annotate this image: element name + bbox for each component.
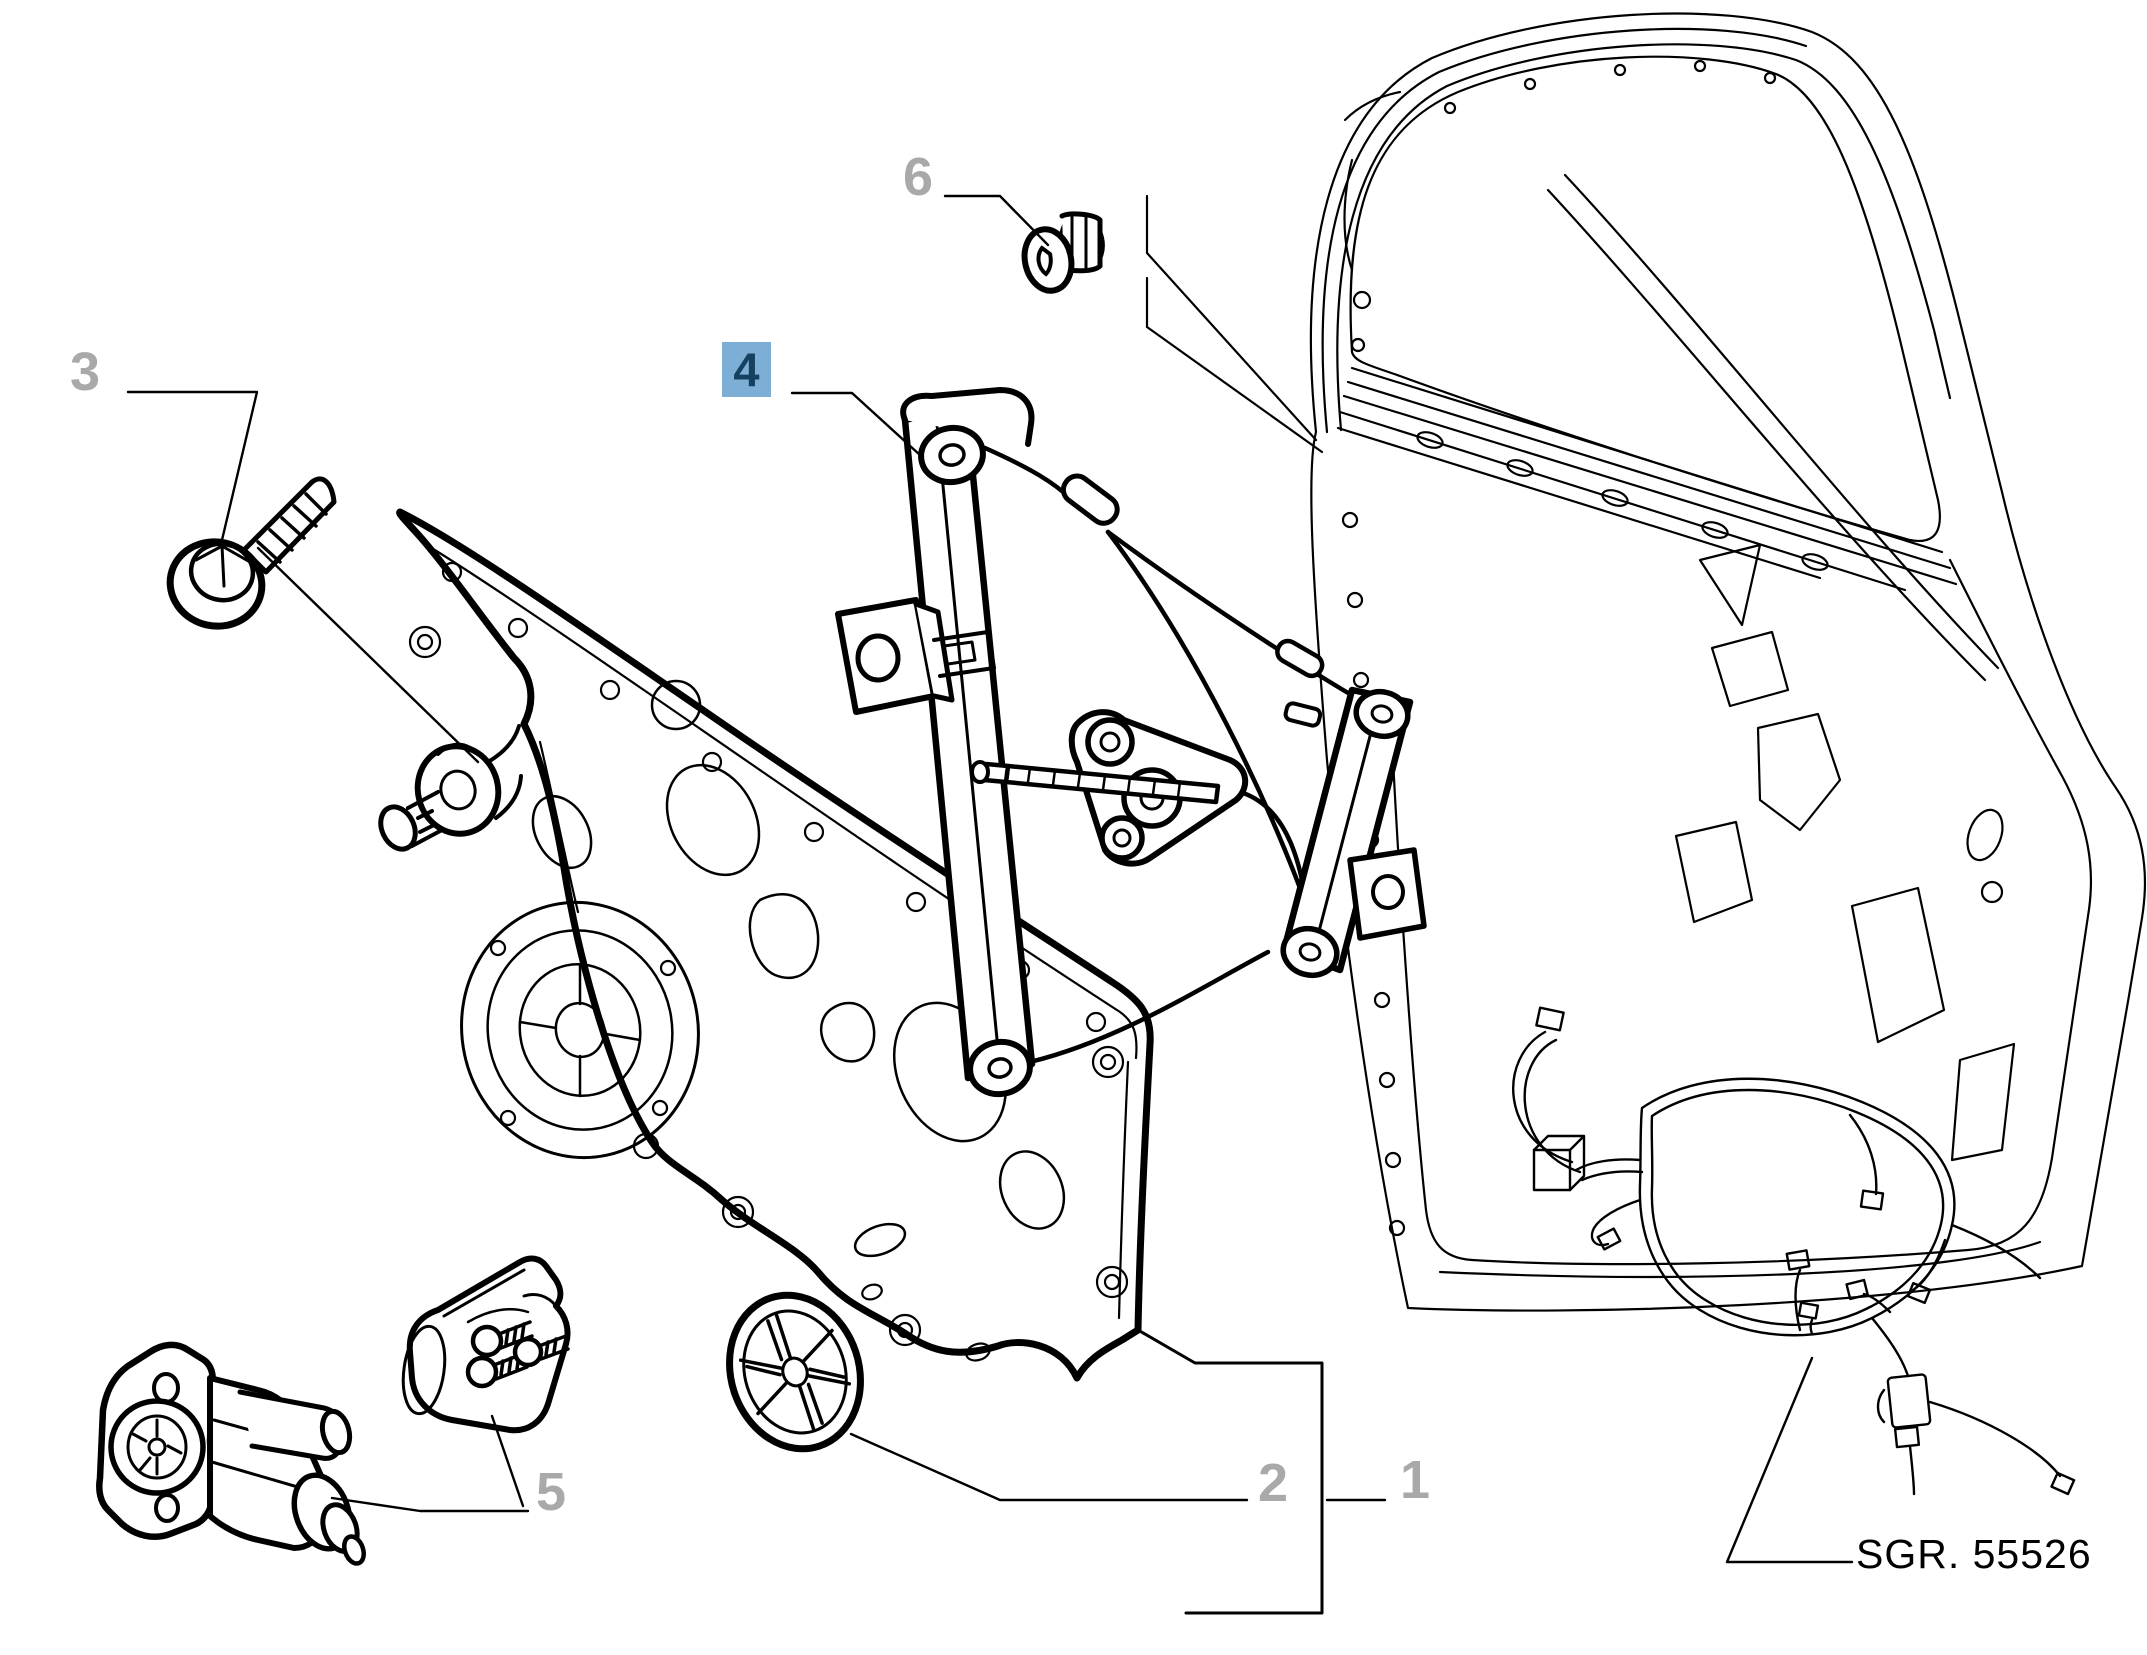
harness-connector [1797, 1301, 1820, 1320]
callout-1[interactable]: 1 [1400, 1450, 1431, 1510]
door-outer-outline [1309, 12, 2147, 1312]
leader-5-motor [330, 1496, 530, 1513]
glass-clamp-left [835, 597, 996, 715]
carrier-panel [378, 508, 1154, 1382]
leader-6 [943, 194, 1050, 247]
window-motor [96, 1341, 366, 1566]
harness-connector [2050, 1471, 2076, 1496]
bushing-face [1021, 226, 1075, 294]
harness-main-connector [1876, 1373, 1932, 1496]
callout-5[interactable]: 5 [536, 1462, 567, 1522]
spacer-bushing [1021, 211, 1105, 294]
motor-gear-housing [108, 1398, 206, 1496]
callout-2[interactable]: 2 [1258, 1453, 1289, 1513]
cable-drum-housing [970, 709, 1248, 867]
callout-4-highlighted[interactable]: 4 [722, 342, 771, 397]
speaker-mount [460, 900, 700, 1160]
bracket-screws [465, 1320, 570, 1389]
clamp-bracket [401, 1255, 571, 1434]
regulator-right-rail [1280, 686, 1427, 979]
harness-box-connector [1532, 1134, 1586, 1192]
grommet-cap [726, 1291, 864, 1453]
callout-6[interactable]: 6 [903, 147, 934, 207]
door-frame [1145, 12, 2147, 1312]
leader-4 [790, 391, 922, 457]
harness-connector [1785, 1249, 1811, 1271]
panel-outline [396, 508, 1154, 1382]
screw [166, 476, 337, 630]
leader-sgr [1725, 1356, 1854, 1564]
latch-knob [378, 724, 523, 852]
motor-ear-hole [154, 1493, 180, 1523]
leader-5-bracket [490, 1414, 525, 1508]
bracket-1 [1136, 1328, 1324, 1615]
callout-leader-lines [126, 194, 1854, 1615]
wiring-harness [1512, 1006, 2076, 1496]
door-window-opening [1349, 55, 1941, 543]
harness-connector [1859, 1189, 1885, 1211]
cable-end-fitting [1283, 701, 1323, 728]
harness-connector [1906, 1281, 1932, 1305]
harness-connector [1535, 1006, 1565, 1032]
harness-connector [1845, 1278, 1869, 1301]
group-code-label: SGR. 55526 [1856, 1531, 2092, 1577]
cable-sheath [1275, 638, 1325, 679]
motor-ear-hole [152, 1372, 180, 1404]
leader-3 [126, 390, 259, 542]
leader-2 [849, 1432, 1249, 1502]
harness-connector [1596, 1227, 1622, 1251]
callout-3[interactable]: 3 [70, 342, 101, 402]
window-regulator [835, 387, 1427, 1098]
regulator-left-rail [900, 387, 1036, 1098]
cable-sheath [1060, 473, 1120, 526]
leader-screw-location [256, 546, 480, 764]
